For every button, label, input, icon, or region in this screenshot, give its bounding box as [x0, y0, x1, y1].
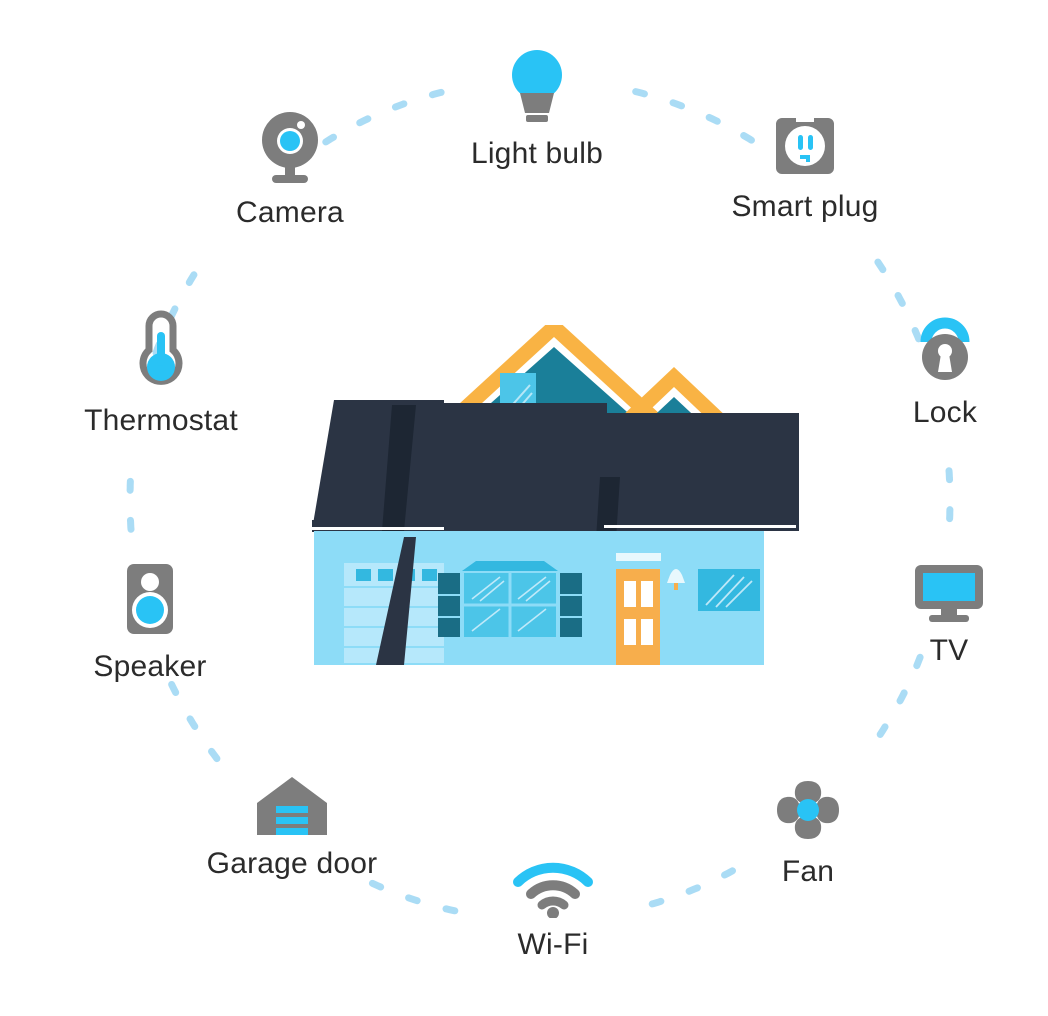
device-fan[interactable]: Fan [698, 775, 918, 889]
device-label: Wi-Fi [517, 928, 589, 961]
garage-door-icon [182, 775, 402, 837]
camera-icon [180, 110, 400, 186]
device-label: Camera [236, 196, 344, 229]
device-label: Smart plug [731, 190, 879, 223]
device-garage-door[interactable]: Garage door [182, 775, 402, 881]
device-wifi[interactable]: Wi-Fi [443, 862, 663, 962]
device-smart-plug[interactable]: Smart plug [695, 110, 915, 224]
device-label: TV [929, 634, 969, 667]
smart-plug-icon [695, 110, 915, 180]
device-label: Garage door [206, 847, 378, 880]
device-label: Thermostat [84, 404, 238, 437]
device-label: Fan [781, 855, 835, 888]
device-label: Light bulb [470, 137, 604, 170]
device-camera[interactable]: Camera [180, 110, 400, 230]
wifi-icon [443, 862, 663, 919]
thermostat-icon [51, 310, 271, 394]
device-speaker[interactable]: Speaker [40, 560, 260, 684]
fan-icon [698, 775, 918, 845]
speaker-icon [40, 560, 260, 640]
tv-icon [839, 562, 1048, 624]
device-light-bulb[interactable]: Light bulb [427, 47, 647, 171]
house-illustration [304, 317, 804, 670]
light-bulb-icon [427, 47, 647, 127]
device-label: Lock [912, 396, 978, 429]
device-tv[interactable]: TV [839, 562, 1048, 668]
device-lock[interactable]: Lock [835, 310, 1048, 430]
device-thermostat[interactable]: Thermostat [51, 310, 271, 438]
lock-icon [835, 310, 1048, 386]
device-label: Speaker [93, 650, 207, 683]
